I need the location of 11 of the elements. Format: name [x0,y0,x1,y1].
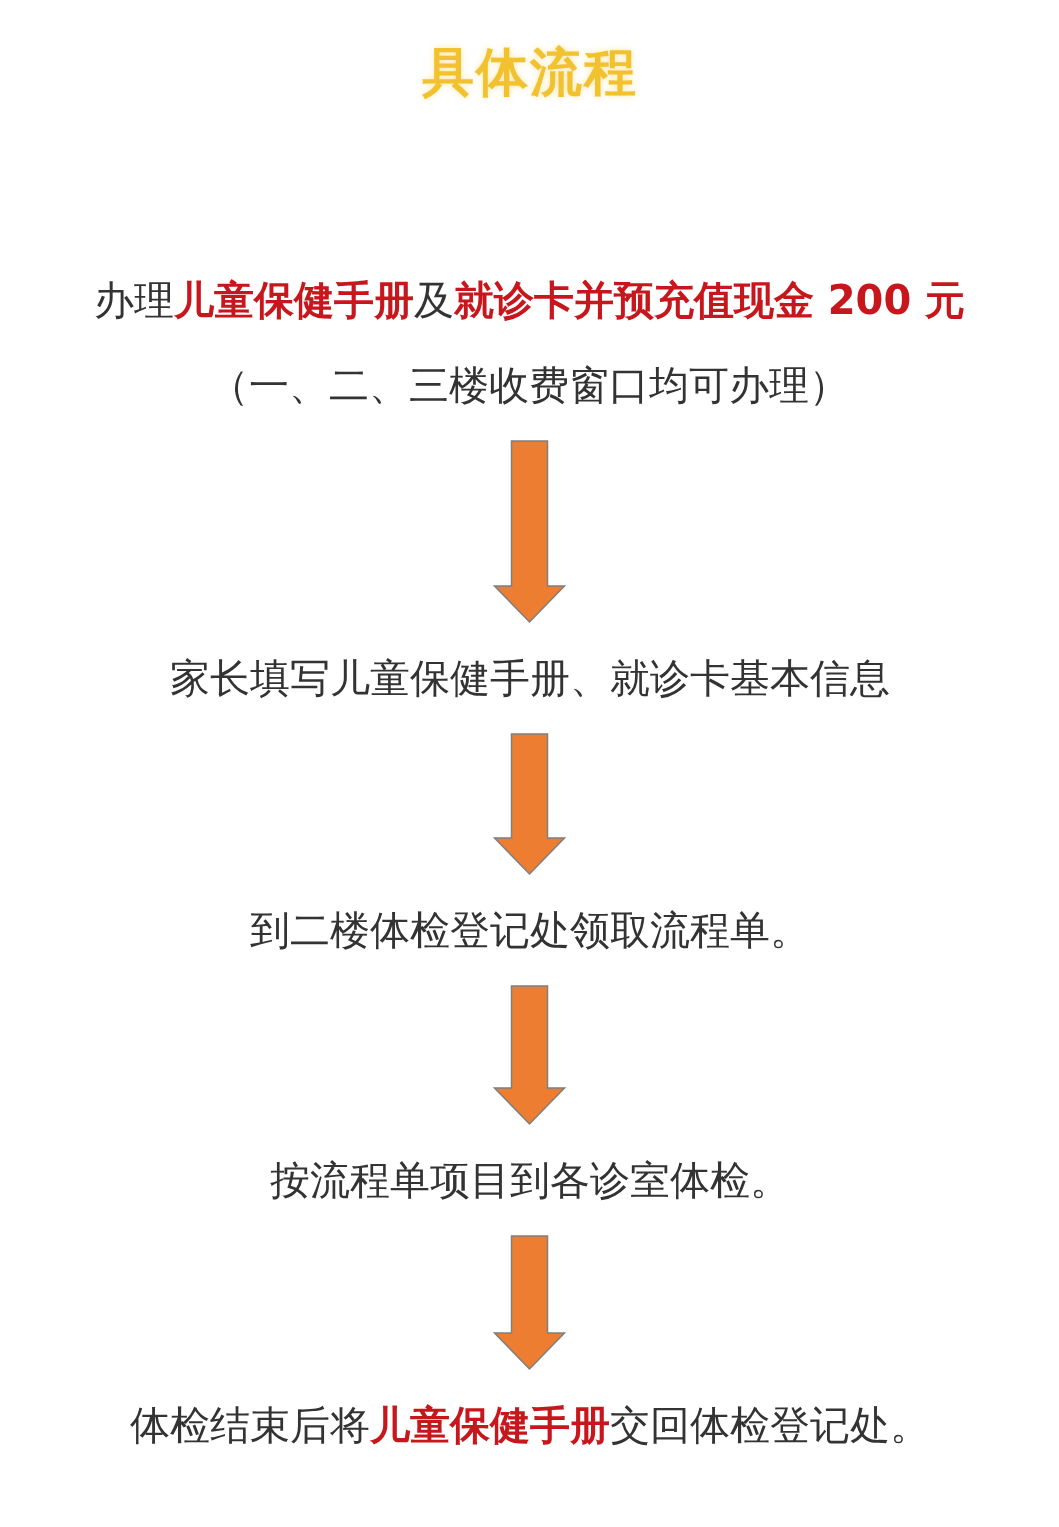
step-text: 办理儿童保健手册及就诊卡并预充值现金 200 元 [93,276,966,324]
step-text: 到二楼体检登记处领取流程单。 [249,906,810,954]
step-note: （一、二、三楼收费窗口均可办理） [209,361,850,409]
block-arrow [492,440,567,624]
step-text: 家长填写儿童保健手册、就诊卡基本信息 [169,654,890,702]
block-arrow [492,1235,567,1371]
block-arrow [492,733,567,876]
step-text: 按流程单项目到各诊室体检。 [269,1156,790,1204]
block-arrow [492,985,567,1126]
step-text: 体检结束后将儿童保健手册交回体检登记处。 [129,1401,930,1449]
title: 具体流程 [421,42,638,102]
